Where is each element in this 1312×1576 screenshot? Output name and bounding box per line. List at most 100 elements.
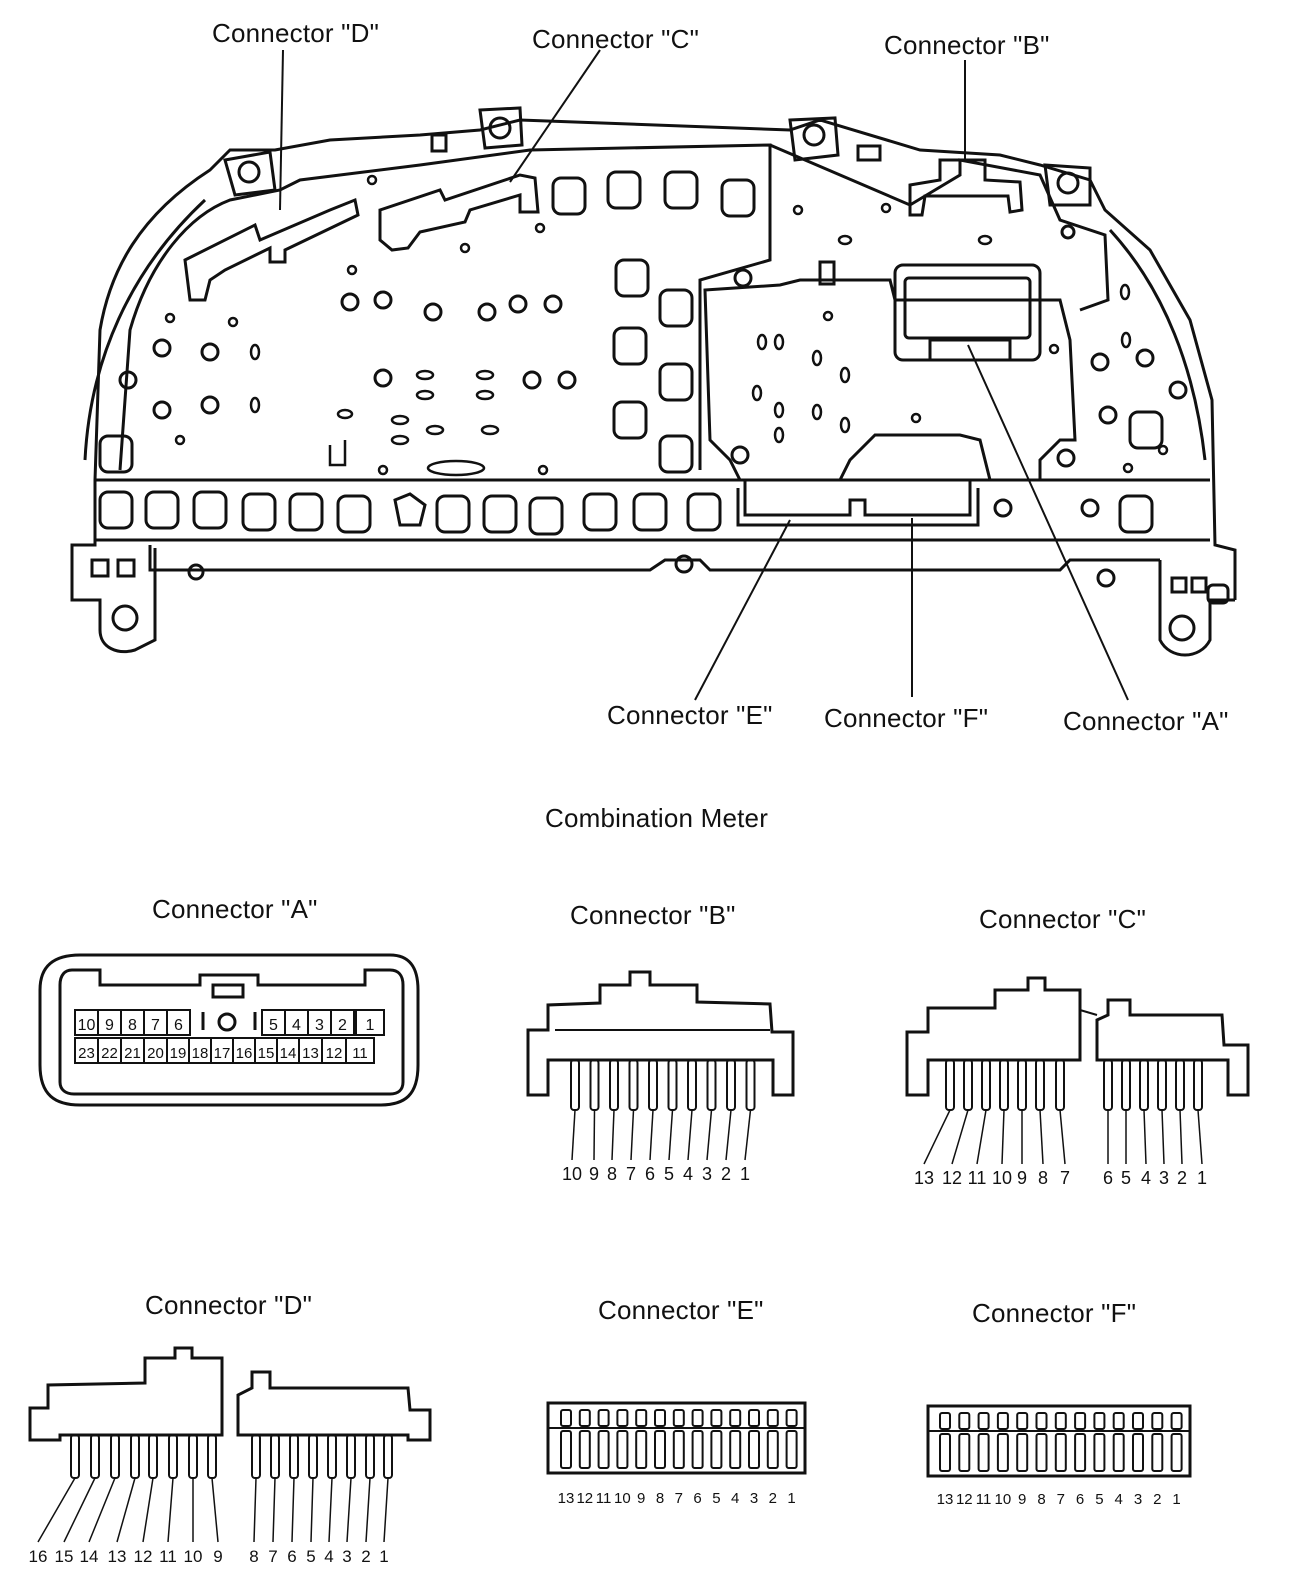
connector-d-pin-lead (310, 1477, 314, 1543)
connector-b-pin (745, 1059, 756, 1111)
connector-f-pin-top (996, 1412, 1009, 1430)
connector-e-pin-label: 6 (693, 1490, 701, 1507)
connector-e-drawing (546, 1401, 807, 1475)
connector-e-pin-top (616, 1409, 629, 1427)
connector-d-pin-lead (291, 1477, 295, 1543)
connector-e-pin-top (560, 1409, 572, 1427)
connector-d-pin-label: 10 (184, 1547, 203, 1566)
connector-d-pin-label: 12 (134, 1547, 153, 1566)
connector-a-pin-label: 19 (170, 1045, 187, 1062)
connector-e-pin (785, 1430, 798, 1469)
connector-f-pin (977, 1433, 990, 1472)
connector-e-pin-top (597, 1409, 610, 1427)
connector-f-pin-label: 12 (956, 1491, 973, 1508)
connector-c-pin-label: 3 (1159, 1168, 1169, 1188)
connector-e-pin-label: 13 (558, 1490, 575, 1507)
connector-b-pin-label: 1 (740, 1164, 750, 1184)
connector-f-pin (1132, 1433, 1144, 1472)
connector-d-pin (90, 1434, 100, 1479)
connector-f-pin-top (1035, 1412, 1048, 1430)
connector-d-pin-lead (142, 1477, 154, 1543)
connector-f-pin-top (977, 1412, 990, 1430)
connector-c-pin-label: 5 (1121, 1168, 1131, 1188)
connector-d-pin-label: 4 (324, 1547, 333, 1566)
label-connector-a-bottom: Connector "A" (1063, 706, 1229, 736)
connector-a-cell (166, 1009, 191, 1036)
connector-d-pin-lead (365, 1477, 371, 1543)
connector-e-pin (748, 1430, 760, 1469)
connector-a-pin-label: 21 (124, 1045, 141, 1062)
connector-e-pin (766, 1430, 779, 1469)
connector-c-title: Connector "C" (979, 904, 1147, 934)
connector-d-pin-lead (346, 1477, 352, 1543)
connector-e-pin (578, 1430, 591, 1469)
connector-f-pin-top (1016, 1412, 1029, 1430)
connector-b-pin (726, 1059, 736, 1111)
connector-b-title: Connector "B" (570, 900, 736, 930)
label-connector-b-top: Connector "B" (884, 30, 1050, 60)
connector-a-pin-label: 5 (269, 1017, 278, 1034)
connector-f-pin (1054, 1433, 1067, 1472)
connector-d-pin (251, 1434, 261, 1479)
connector-b-pin (648, 1059, 658, 1111)
connector-c-pin-label: 6 (1103, 1168, 1113, 1188)
connector-e-pin-label: 11 (596, 1490, 612, 1507)
connector-f-drawing (926, 1404, 1192, 1478)
connector-d-pin-lead (328, 1477, 333, 1543)
connector-c-pin (1175, 1059, 1185, 1111)
connector-d-title: Connector "D" (145, 1290, 313, 1320)
connector-b-pin-label: 8 (607, 1164, 617, 1184)
connector-f-pin (996, 1433, 1009, 1472)
connector-d-pin-label: 8 (249, 1547, 258, 1566)
connector-a-pin-label: 2 (338, 1017, 347, 1034)
connector-a-pin-label: 14 (280, 1045, 297, 1062)
connector-d-pin (110, 1434, 120, 1479)
connector-e-pin (654, 1430, 666, 1469)
connector-f-pin-top (1151, 1412, 1164, 1430)
connector-a-pin-label: 10 (78, 1017, 96, 1034)
connector-d-pin-lead (116, 1477, 136, 1543)
connector-b-pin (570, 1059, 580, 1111)
connector-b-pin (706, 1059, 717, 1111)
connector-b-pin-label: 2 (721, 1164, 731, 1184)
connector-d-pin (289, 1434, 299, 1479)
connector-e-pin-top (766, 1409, 779, 1427)
connector-d-pin-label: 14 (80, 1547, 99, 1566)
connector-d-pin (188, 1434, 198, 1479)
connector-d-pin-label: 16 (29, 1547, 48, 1566)
connector-d-pin (327, 1434, 337, 1479)
connector-d-pin-label: 15 (55, 1547, 74, 1566)
connector-e-pin (729, 1430, 742, 1469)
connector-e-pin-label: 9 (637, 1490, 645, 1507)
connector-c-pin-label: 2 (1177, 1168, 1187, 1188)
connector-e-pin-top (691, 1409, 704, 1427)
connector-c-pin-label: 11 (968, 1168, 987, 1188)
connector-d-pin (130, 1434, 140, 1479)
connector-c-pin-lead (1197, 1109, 1203, 1165)
connector-a-pin-label: 22 (101, 1045, 118, 1062)
connector-d-pin-lead (383, 1477, 389, 1543)
connector-c-pin-lead (1059, 1109, 1066, 1165)
connector-d-pin (207, 1434, 217, 1479)
connector-f-pin (958, 1433, 971, 1472)
connector-c-pin-label: 1 (1197, 1168, 1207, 1188)
connector-c-pin-label: 8 (1038, 1168, 1048, 1188)
connector-b-pin-label: 3 (702, 1164, 712, 1184)
connector-b-pin-lead (611, 1109, 615, 1161)
connector-b-drawing (526, 970, 795, 1097)
connector-c-pin-lead (976, 1109, 987, 1165)
connector-c-pin-lead (1001, 1109, 1005, 1165)
connector-f-pin-top (1054, 1412, 1067, 1430)
connector-e-pin (710, 1430, 723, 1469)
connector-c-pin (1055, 1059, 1065, 1111)
connector-c-pin-label: 7 (1060, 1168, 1070, 1188)
connector-e-pin-top (785, 1409, 798, 1427)
connector-f-pin-top (1132, 1412, 1144, 1430)
connector-e-pin-top (710, 1409, 723, 1427)
connector-d-pin-label: 5 (306, 1547, 315, 1566)
